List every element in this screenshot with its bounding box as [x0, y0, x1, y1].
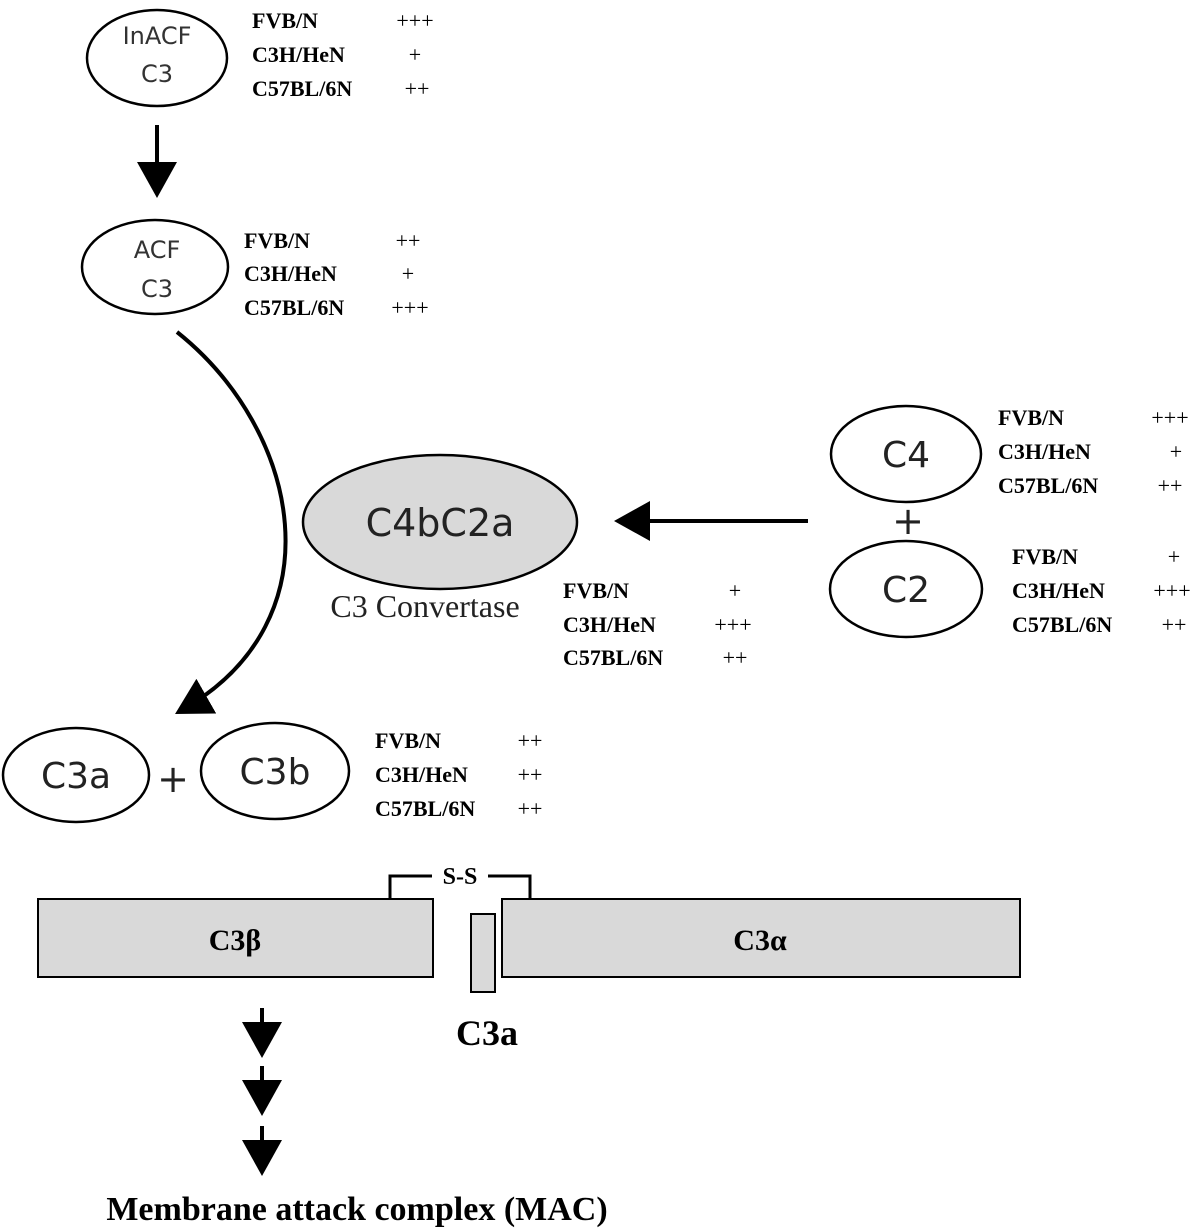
strain-level: +++: [714, 612, 751, 637]
inacf-c3-label-line1: InACF: [123, 22, 192, 50]
c2-label: C2: [882, 570, 930, 611]
strain-label: C57BL/6N: [998, 473, 1098, 498]
plus-c4-c2: +: [892, 499, 924, 543]
c4bc2a-label: C4bC2a: [366, 501, 515, 545]
arrow-acf-to-c3-products: [175, 330, 288, 714]
strain-table-c4: FVB/N +++ C3H/HeN + C57BL/6N ++: [998, 405, 1189, 498]
acf-c3-node: ACF C3: [80, 218, 230, 316]
strain-level: ++: [396, 228, 421, 253]
strain-label: C57BL/6N: [244, 295, 344, 320]
strain-label: C57BL/6N: [375, 796, 475, 821]
acf-c3-label-line2: C3: [141, 275, 173, 303]
strain-level: ++: [518, 796, 543, 821]
strain-label: FVB/N: [563, 578, 629, 603]
strain-label: C3H/HeN: [375, 762, 468, 787]
strain-level: +: [402, 261, 414, 286]
strain-level: ++: [518, 728, 543, 753]
c3b-ellipse: [199, 721, 351, 821]
inacf-c3-label-line2: C3: [141, 60, 173, 88]
strain-table-acf-c3: FVB/N ++ C3H/HeN + C57BL/6N +++: [244, 228, 429, 320]
strain-table-c3b: FVB/N ++ C3H/HeN ++ C57BL/6N ++: [375, 728, 542, 821]
strain-label: FVB/N: [244, 228, 310, 253]
c4-label: C4: [882, 435, 930, 476]
c2-node: C2: [828, 539, 984, 639]
c2-ellipse: [828, 539, 984, 639]
strain-level: +: [409, 42, 421, 67]
inacf-c3-node: InACF C3: [85, 8, 229, 108]
c3a-label: C3a: [41, 756, 111, 797]
strain-label: C57BL/6N: [252, 76, 352, 101]
c3b-node: C3b: [199, 721, 351, 821]
strain-level: ++: [723, 645, 748, 670]
strain-level: +++: [1153, 578, 1190, 603]
c3-structure: S-S C3β C3α C3a: [37, 864, 1021, 1053]
strain-table-c2: FVB/N + C3H/HeN +++ C57BL/6N ++: [1012, 544, 1191, 637]
strain-label: FVB/N: [998, 405, 1064, 430]
strain-label: C3H/HeN: [1012, 578, 1105, 603]
c3-convertase-label: C3 Convertase: [330, 588, 519, 624]
strain-label: C3H/HeN: [998, 439, 1091, 464]
strain-label: FVB/N: [375, 728, 441, 753]
c4-node: C4: [829, 404, 983, 504]
strain-label: C3H/HeN: [244, 261, 337, 286]
disulfide-label: S-S: [443, 864, 478, 890]
strain-level: +: [729, 578, 741, 603]
c4-ellipse: [829, 404, 983, 504]
strain-level: ++: [1162, 612, 1187, 637]
strain-table-c3-convertase: FVB/N + C3H/HeN +++ C57BL/6N ++: [563, 578, 752, 670]
acf-c3-ellipse: [80, 218, 230, 316]
strain-level: +++: [396, 8, 433, 33]
strain-level: +: [1170, 439, 1182, 464]
strain-level: +++: [391, 295, 428, 320]
c3-beta-label: C3β: [209, 924, 261, 957]
strain-label: C57BL/6N: [563, 645, 663, 670]
c3a-fragment-label: C3a: [456, 1013, 518, 1053]
strain-level: ++: [518, 762, 543, 787]
c3b-label: C3b: [240, 752, 311, 793]
c4bc2a-node: C4bC2a: [301, 453, 579, 591]
c3-alpha-chain: [501, 898, 1021, 978]
strain-label: FVB/N: [1012, 544, 1078, 569]
strain-level: ++: [405, 76, 430, 101]
c3a-fragment-bar: [470, 913, 496, 993]
inacf-c3-ellipse: [85, 8, 229, 108]
strain-label: FVB/N: [252, 8, 318, 33]
c4bc2a-ellipse: [301, 453, 579, 591]
strain-level: ++: [1158, 473, 1183, 498]
strain-label: C57BL/6N: [1012, 612, 1112, 637]
plus-c3a-c3b: +: [157, 757, 189, 801]
strain-label: C3H/HeN: [563, 612, 656, 637]
c3-alpha-label: C3α: [733, 924, 787, 957]
strain-level: +++: [1151, 405, 1188, 430]
strain-table-inacf-c3: FVB/N +++ C3H/HeN + C57BL/6N ++: [252, 8, 434, 101]
acf-c3-label-line1: ACF: [134, 236, 181, 264]
c3a-ellipse: [1, 726, 151, 824]
mac-label: Membrane attack complex (MAC): [106, 1191, 607, 1228]
strain-level: +: [1168, 544, 1180, 569]
strain-label: C3H/HeN: [252, 42, 345, 67]
disulfide-bridge: [388, 874, 532, 898]
c3-beta-chain: [37, 898, 434, 978]
c3a-node: C3a: [1, 726, 151, 824]
